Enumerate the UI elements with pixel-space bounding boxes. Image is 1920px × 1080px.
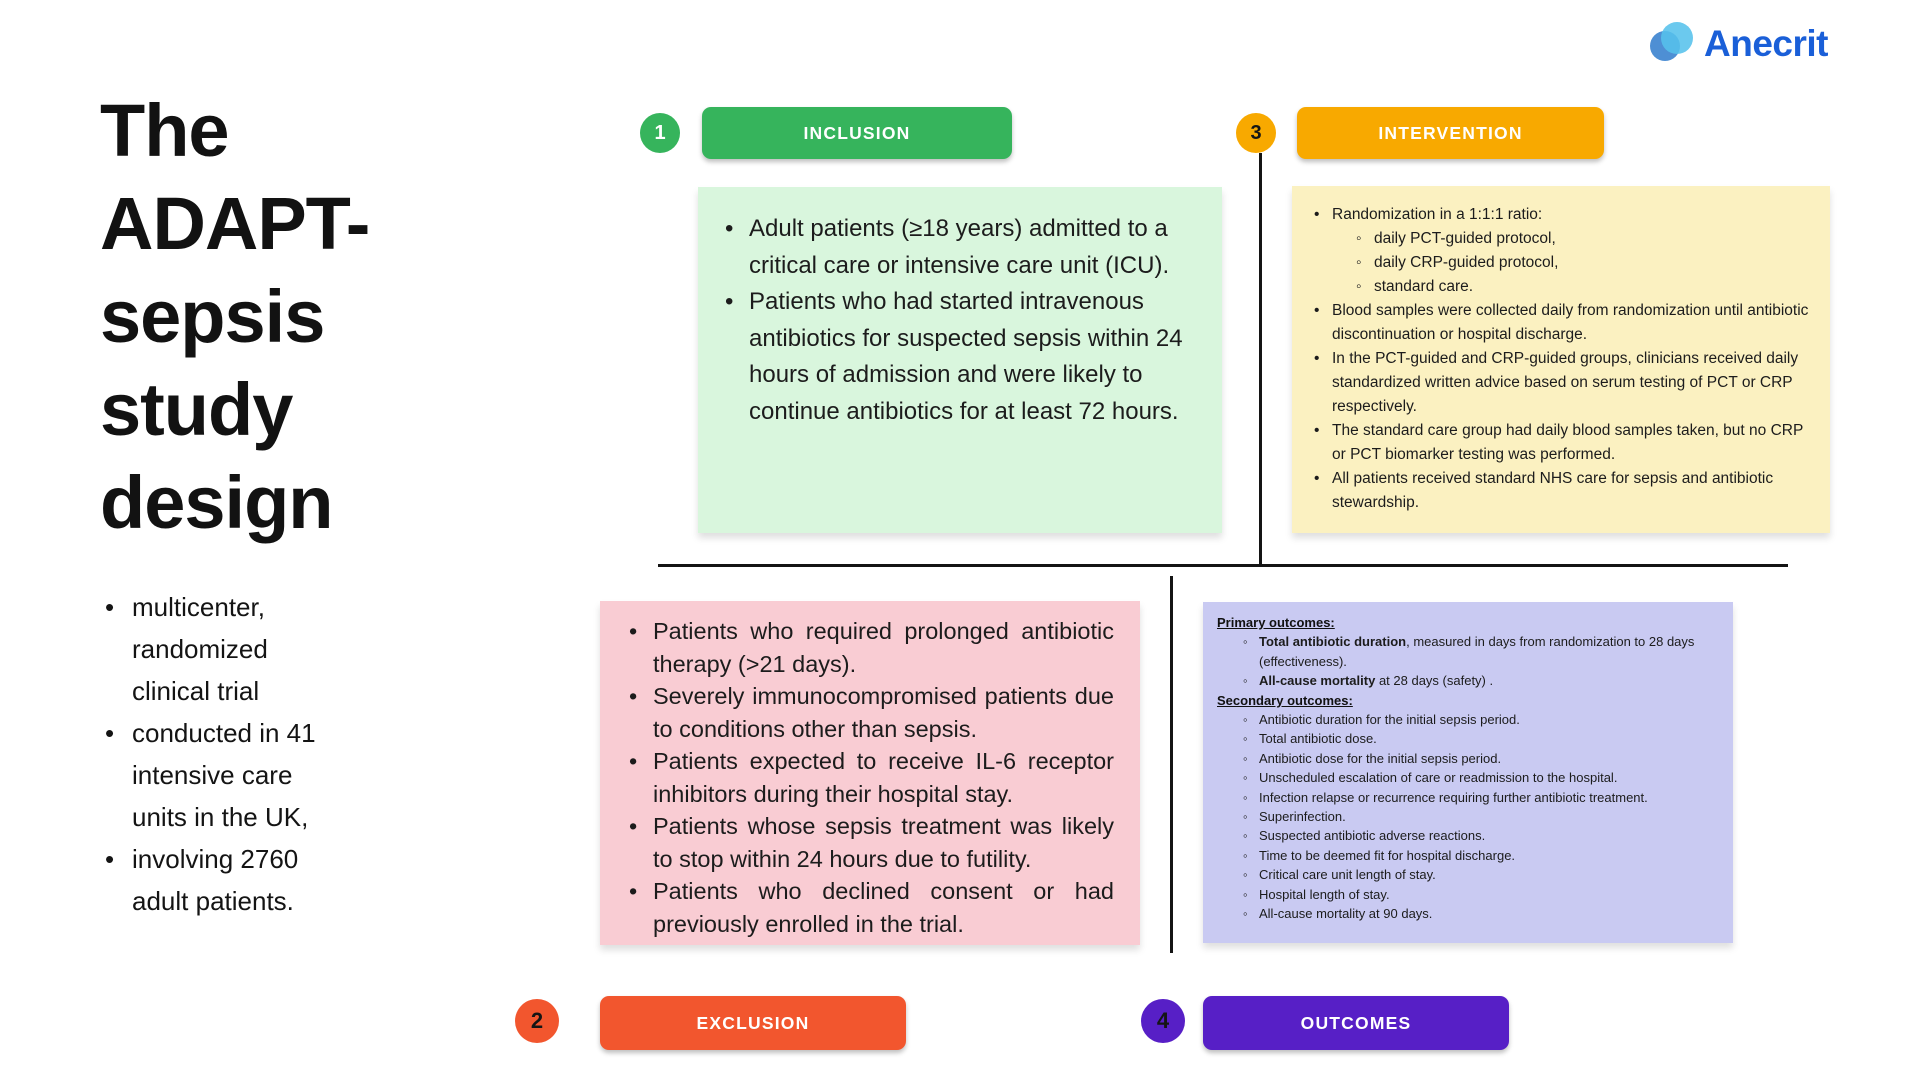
list-item: multicenter, randomized clinical trial (102, 586, 340, 712)
intervention-item: Randomization in a 1:1:1 ratio: daily PC… (1312, 203, 1810, 299)
intervention-header: INTERVENTION (1297, 107, 1604, 159)
intervention-subitem: standard care. (1356, 275, 1810, 299)
secondary-outcome-item: Total antibiotic dose. (1243, 729, 1719, 749)
secondary-outcome-item: Hospital length of stay. (1243, 885, 1719, 905)
title-line: sepsis (100, 275, 325, 358)
exclusion-item: Patients who required prolonged antibiot… (626, 615, 1114, 680)
secondary-outcome-item: Critical care unit length of stay. (1243, 865, 1719, 885)
secondary-outcome-item: Superinfection. (1243, 807, 1719, 827)
inclusion-box: Adult patients (≥18 years) admitted to a… (698, 187, 1222, 533)
title-line: design (100, 461, 333, 544)
secondary-outcome-item: All-cause mortality at 90 days. (1243, 904, 1719, 924)
vertical-divider-bottom (1170, 576, 1173, 953)
primary-outcome-item: All-cause mortality at 28 days (safety) … (1243, 671, 1719, 691)
list-item: involving 2760 adult patients. (102, 838, 340, 922)
primary-outcome-item: Total antibiotic duration, measured in d… (1243, 632, 1719, 671)
secondary-outcome-item: Antibiotic dose for the initial sepsis p… (1243, 749, 1719, 769)
exclusion-item: Severely immunocompromised patients due … (626, 680, 1114, 745)
outcome-text: at 28 days (safety) . (1375, 673, 1494, 689)
secondary-outcome-item: Suspected antibiotic adverse reactions. (1243, 826, 1719, 846)
outcome-text: , measured in days from randomization to… (1259, 634, 1695, 669)
title-line: study (100, 368, 293, 451)
outcome-bold-text: All-cause mortality (1259, 673, 1376, 689)
step-badge-4: 4 (1141, 999, 1185, 1043)
inclusion-header: INCLUSION (702, 107, 1012, 159)
intervention-subitem: daily PCT-guided protocol, (1356, 227, 1810, 251)
outcomes-box: Primary outcomes: Total antibiotic durat… (1203, 602, 1733, 943)
exclusion-item: Patients who declined consent or had pre… (626, 875, 1114, 940)
exclusion-box: Patients who required prolonged antibiot… (600, 601, 1140, 945)
inclusion-item: Adult patients (≥18 years) admitted to a… (722, 211, 1200, 284)
intervention-item: All patients received standard NHS care … (1312, 467, 1810, 515)
inclusion-item: Patients who had started intravenous ant… (722, 284, 1200, 430)
exclusion-item: Patients expected to receive IL-6 recept… (626, 745, 1114, 810)
outcome-bold-text: Total antibiotic duration (1259, 634, 1407, 650)
secondary-outcome-item: Infection relapse or recurrence requirin… (1243, 788, 1719, 808)
logo-text: Anecrit (1704, 22, 1828, 64)
secondary-outcome-item: Unscheduled escalation of care or readmi… (1243, 768, 1719, 788)
secondary-outcomes-heading: Secondary outcomes: (1217, 692, 1353, 708)
intervention-box: Randomization in a 1:1:1 ratio: daily PC… (1292, 186, 1830, 533)
intervention-item: Blood samples were collected daily from … (1312, 299, 1810, 347)
primary-outcomes-heading: Primary outcomes: (1217, 615, 1335, 630)
title-line: ADAPT- (100, 182, 370, 265)
intervention-item-text: Randomization in a 1:1:1 ratio: (1332, 206, 1543, 223)
step-badge-3: 3 (1236, 113, 1276, 153)
study-summary-list: multicenter, randomized clinical trial c… (102, 586, 340, 922)
title-line: The (100, 89, 230, 172)
intervention-item: In the PCT-guided and CRP-guided groups,… (1312, 347, 1810, 419)
step-badge-2: 2 (515, 999, 559, 1043)
horizontal-divider (658, 564, 1788, 567)
cloud-icon (1648, 20, 1696, 67)
outcomes-header: OUTCOMES (1203, 996, 1509, 1050)
exclusion-header: EXCLUSION (600, 996, 906, 1050)
intervention-subitem: daily CRP-guided protocol, (1356, 251, 1810, 275)
secondary-outcome-item: Antibiotic duration for the initial seps… (1243, 710, 1719, 730)
exclusion-item: Patients whose sepsis treatment was like… (626, 810, 1114, 875)
secondary-outcome-item: Time to be deemed fit for hospital disch… (1243, 846, 1719, 866)
vertical-divider-top (1259, 153, 1262, 566)
step-badge-1: 1 (640, 113, 680, 153)
list-item: conducted in 41 intensive care units in … (102, 712, 340, 838)
anecrit-logo: Anecrit (1648, 20, 1828, 67)
intervention-item: The standard care group had daily blood … (1312, 419, 1810, 467)
